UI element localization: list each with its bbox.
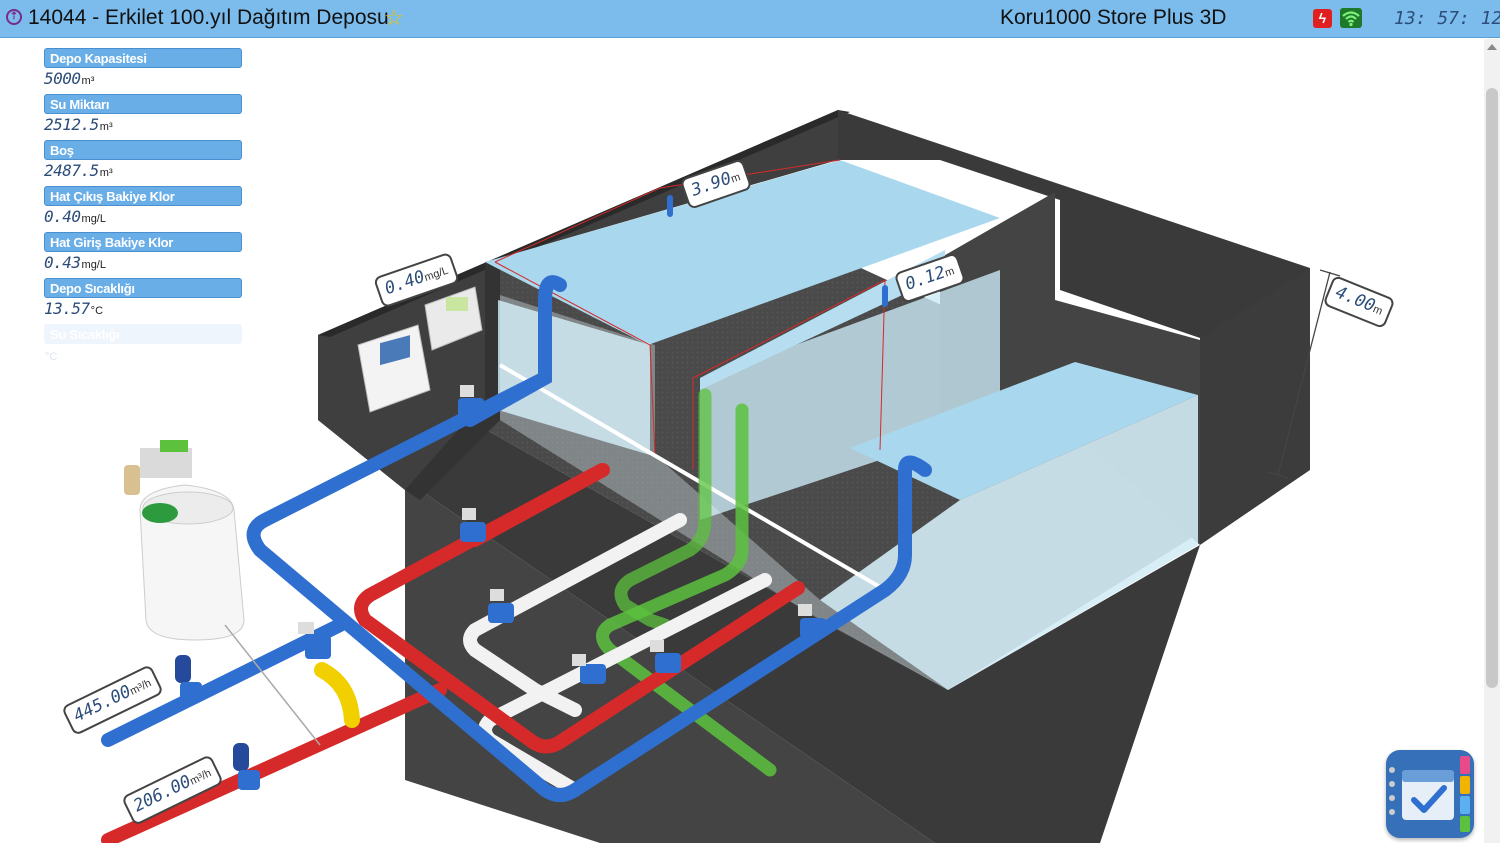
stat-outlet-chlorine: Hat Çıkış Bakiye Klor 0.40mg/L bbox=[44, 185, 244, 231]
stat-tank-capacity: Depo Kapasitesi 5000m³ bbox=[44, 47, 244, 93]
stat-label: Depo Sıcaklığı bbox=[44, 278, 242, 298]
valve[interactable] bbox=[488, 589, 514, 623]
stat-value: 13.57°C bbox=[44, 299, 104, 318]
page-title: 14044 - Erkilet 100.yıl Dağıtım Deposu bbox=[28, 6, 389, 29]
stat-value: 2512.5m³ bbox=[44, 115, 113, 134]
side-wall-left bbox=[405, 262, 500, 500]
flow-meter-out[interactable] bbox=[233, 743, 260, 790]
back-wall bbox=[318, 110, 838, 490]
sensor-cable bbox=[224, 624, 321, 746]
tank-3d-scene[interactable] bbox=[0, 39, 1484, 843]
chlorine-dosing-tank[interactable] bbox=[124, 440, 245, 641]
water-front-main bbox=[498, 300, 650, 455]
blue-pipe bbox=[246, 275, 932, 802]
water-surface-3 bbox=[850, 362, 1198, 500]
stat-value: 0.43mg/L bbox=[44, 253, 106, 272]
tank-glass-front bbox=[500, 295, 948, 690]
app-logo-icon[interactable]: ⇡ bbox=[6, 9, 22, 25]
valve[interactable] bbox=[650, 640, 681, 673]
stat-tank-temperature: Depo Sıcaklığı 13.57°C bbox=[44, 277, 244, 323]
level-sensor-second bbox=[882, 285, 888, 307]
valve[interactable] bbox=[458, 385, 484, 418]
calendar-check-icon bbox=[1389, 756, 1470, 832]
water-front-3 bbox=[820, 395, 1198, 690]
title-bar: ⇡ 14044 - Erkilet 100.yıl Dağıtım Deposu… bbox=[0, 0, 1500, 38]
stat-value: °C bbox=[45, 351, 58, 363]
stat-label: Su Miktarı bbox=[44, 94, 242, 114]
app-name: Koru1000 Store Plus 3D bbox=[1000, 6, 1227, 29]
level-line-red-3 bbox=[692, 279, 886, 451]
valve[interactable] bbox=[460, 508, 486, 542]
favorite-star-icon[interactable]: ☆ bbox=[384, 5, 404, 30]
wifi-icon bbox=[1340, 8, 1362, 28]
height-dimension-line bbox=[1277, 271, 1331, 476]
stat-inlet-chlorine: Hat Giriş Bakiye Klor 0.43mg/L bbox=[44, 231, 244, 277]
water-surface-2 bbox=[700, 250, 945, 390]
stat-empty: Boş 2487.5m³ bbox=[44, 139, 244, 185]
stat-label: Su Sıcaklığı bbox=[44, 324, 242, 344]
green-pipe bbox=[614, 388, 712, 632]
stats-panel: Depo Kapasitesi 5000m³ Su Miktarı 2512.5… bbox=[44, 47, 244, 369]
scrollbar-thumb[interactable] bbox=[1486, 88, 1498, 688]
flow-meter-in[interactable] bbox=[175, 655, 202, 702]
level-line-red bbox=[494, 159, 841, 263]
control-cabinet[interactable] bbox=[357, 324, 431, 413]
clock: 13: 57: 12 bbox=[1394, 8, 1500, 29]
valve[interactable] bbox=[572, 654, 606, 684]
yellow-pipe bbox=[314, 662, 360, 728]
white-conduit bbox=[498, 363, 887, 592]
right-wall bbox=[838, 110, 1310, 338]
scroll-up-arrow-icon[interactable] bbox=[1487, 44, 1497, 50]
stat-label: Depo Kapasitesi bbox=[44, 48, 242, 68]
water-surface-main bbox=[485, 160, 1000, 345]
stat-label: Hat Çıkış Bakiye Klor bbox=[44, 186, 242, 206]
stat-water-temperature: Su Sıcaklığı °C bbox=[44, 323, 244, 369]
stat-label: Boş bbox=[44, 140, 242, 160]
red-pipe bbox=[354, 463, 805, 754]
valve[interactable] bbox=[298, 622, 331, 659]
task-calendar-button[interactable] bbox=[1386, 750, 1474, 838]
stat-value: 2487.5m³ bbox=[44, 161, 113, 180]
stat-water-amount: Su Miktarı 2512.5m³ bbox=[44, 93, 244, 139]
water-compartment-2 bbox=[700, 270, 1000, 520]
power-alert-icon[interactable]: ϟ bbox=[1313, 9, 1332, 28]
white-pipe bbox=[463, 513, 687, 717]
valve[interactable] bbox=[798, 604, 826, 638]
stat-value: 0.40mg/L bbox=[44, 207, 106, 226]
stat-label: Hat Giriş Bakiye Klor bbox=[44, 232, 242, 252]
level-sensor-main bbox=[667, 195, 673, 217]
stat-value: 5000m³ bbox=[44, 69, 95, 88]
